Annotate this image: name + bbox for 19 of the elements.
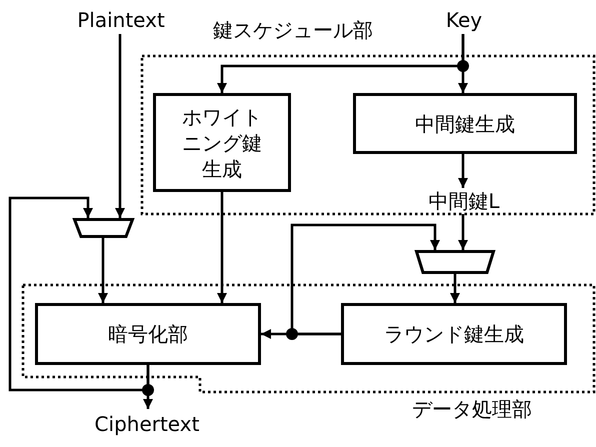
arrow [458, 34, 468, 93]
arrow [458, 214, 468, 250]
region-label: 鍵スケジュール部 [213, 17, 373, 44]
text-label: Plaintext [78, 6, 164, 34]
process-box: 暗号化部 [35, 303, 261, 365]
arrow [450, 274, 460, 303]
text-label: Key [443, 6, 485, 34]
process-box: ラウンド鍵生成 [341, 303, 567, 365]
arrow [458, 154, 468, 188]
arrow [290, 224, 440, 336]
region-label: データ処理部 [412, 396, 532, 423]
text-label: 中間鍵L [418, 188, 510, 214]
arrow [8, 196, 150, 392]
process-box: 中間鍵生成 [353, 93, 577, 154]
text-label: Ciphertext [82, 409, 212, 439]
process-box: ホワイトニング鍵生成 [153, 93, 291, 192]
arrow [115, 34, 125, 218]
arrow [98, 238, 108, 303]
arrow [217, 192, 227, 303]
